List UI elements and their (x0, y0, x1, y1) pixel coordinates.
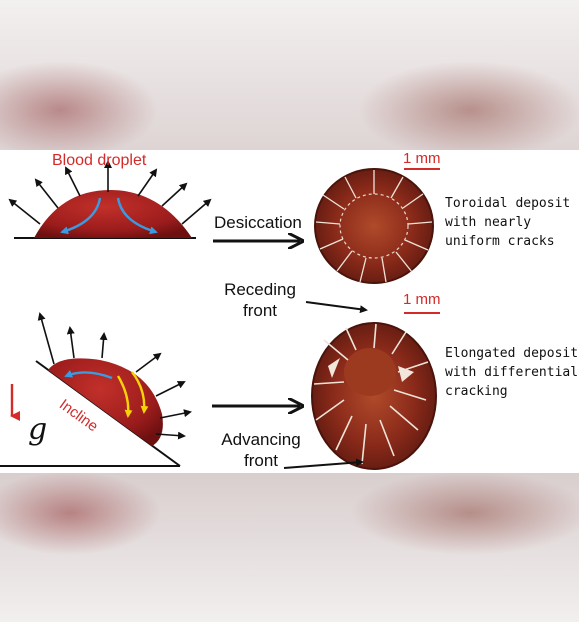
receding-front-pointer (305, 301, 368, 314)
scale-label-top: 1 mm (403, 150, 441, 167)
blood-droplet-cap (34, 190, 192, 238)
radial-cracks-uniform (315, 170, 433, 283)
elongated-deposit-image (311, 322, 437, 470)
blood-droplet-incline (48, 358, 163, 446)
evaporation-arrows-flat (8, 160, 212, 225)
downslope-flow-arrows (116, 371, 149, 418)
gravity-symbol: g (28, 412, 48, 447)
toroidal-deposit-description: Toroidal deposit with nearly uniform cra… (445, 196, 571, 249)
diagram-graphics (0, 160, 440, 470)
toroidal-deposit-image (314, 168, 434, 284)
scale-label-middle: 1 mm (403, 291, 441, 308)
advancing-front-pointer (283, 458, 364, 469)
capillary-flow-arrows (60, 197, 158, 235)
desiccation-label: Desiccation (214, 213, 302, 232)
advancing-front-label: Advancing front (221, 430, 301, 470)
diagram-panel: Blood droplet Desiccation 1 mm Toroidal … (0, 150, 579, 473)
elongated-deposit-description: Elongated deposit with differential crac… (445, 346, 579, 399)
flat-droplet-schematic (8, 160, 212, 239)
blurred-background-bottom (0, 473, 579, 622)
evaporation-arrows-incline (37, 312, 192, 440)
radial-cracks-differential (313, 323, 429, 465)
upslope-flow-arrow (64, 370, 113, 380)
large-crack-openings (328, 358, 414, 382)
receding-front-label: Receding front (224, 280, 296, 320)
blurred-background-top (0, 0, 579, 150)
incline-droplet-schematic (0, 312, 192, 467)
blood-droplet-label: Blood droplet (52, 152, 147, 169)
